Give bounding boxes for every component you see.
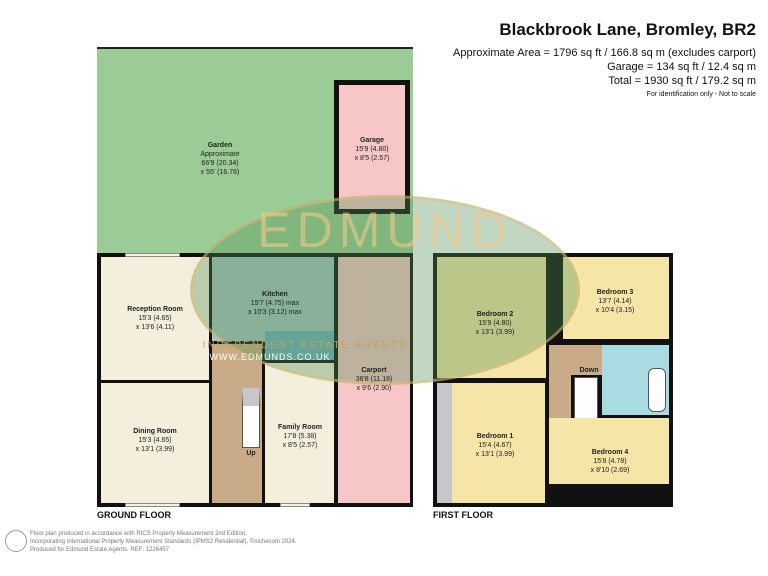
rics-icon [5, 530, 27, 552]
carport [338, 257, 410, 503]
disclaimer: For identification only - Not to scale [646, 91, 756, 98]
stairs-up-label: Up [246, 450, 256, 457]
approx-area: Approximate Area = 1796 sq ft / 166.8 sq… [453, 47, 756, 59]
stairs-down-label: Down [579, 367, 599, 374]
wc [265, 331, 334, 360]
bedroom-4 [549, 418, 669, 484]
bathtub [648, 368, 666, 412]
first-floor-label: FIRST FLOOR [433, 510, 493, 520]
stairs [242, 388, 260, 448]
kitchen [212, 257, 334, 341]
wardrobe [437, 383, 452, 503]
garage-area: Garage = 134 sq ft / 12.4 sq m [607, 61, 756, 73]
window [280, 503, 310, 507]
window [125, 253, 180, 257]
window [125, 503, 180, 507]
bedroom-2 [437, 257, 546, 378]
bedroom-1 [437, 383, 545, 503]
dining-room [101, 383, 209, 503]
property-title: Blackbrook Lane, Bromley, BR2 [499, 20, 756, 39]
bedroom-3 [563, 257, 669, 339]
family-room [265, 363, 334, 503]
footer-notes: Floor plan produced in accordance with R… [30, 531, 297, 553]
garage [334, 80, 410, 214]
ground-floor-label: GROUND FLOOR [97, 510, 171, 520]
total-area: Total = 1930 sq ft / 179.2 sq m [608, 75, 756, 87]
landing [549, 345, 571, 437]
